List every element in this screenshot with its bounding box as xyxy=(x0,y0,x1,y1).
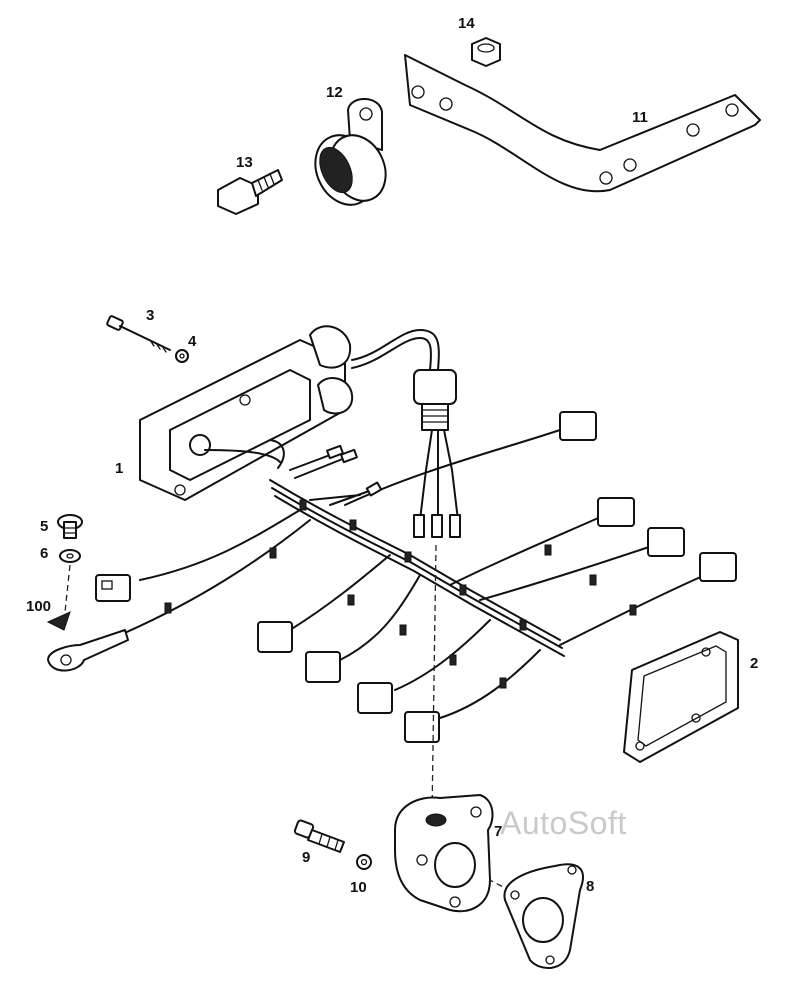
alignment-line-sensor xyxy=(431,544,437,816)
part-14-nut xyxy=(471,37,501,67)
callout-8: 8 xyxy=(586,878,594,895)
temperature-sensor xyxy=(351,329,461,538)
part-4-washer xyxy=(175,349,189,363)
part-10-washer xyxy=(356,854,372,870)
part-1-housing xyxy=(139,325,354,501)
callout-3: 3 xyxy=(146,307,154,324)
callout-11: 11 xyxy=(632,109,648,126)
part-12-grommet xyxy=(314,98,387,206)
part-6-washer xyxy=(59,549,81,563)
callout-12: 12 xyxy=(326,84,343,101)
part-5-screw xyxy=(57,514,83,539)
part-13-bolt xyxy=(217,169,283,215)
callout-1: 1 xyxy=(115,460,123,477)
callout-14: 14 xyxy=(458,15,475,32)
part-7-flange xyxy=(394,794,494,913)
callout-13: 13 xyxy=(236,154,253,171)
callout-2: 2 xyxy=(750,655,758,672)
callout-9: 9 xyxy=(302,849,310,866)
part-8-gasket xyxy=(503,863,584,969)
ring-terminal xyxy=(47,629,129,672)
harness-connectors xyxy=(47,411,737,743)
wiring-harness xyxy=(119,429,706,719)
callout-5: 5 xyxy=(40,518,48,535)
callout-6: 6 xyxy=(40,545,48,562)
callout-100: 100 xyxy=(26,598,51,615)
part-9-bolt xyxy=(293,819,345,853)
callout-4: 4 xyxy=(188,333,197,350)
callout-7: 7 xyxy=(494,823,502,840)
callout-10: 10 xyxy=(350,879,367,896)
part-11-bracket xyxy=(404,54,761,193)
part-3-bolt xyxy=(106,315,171,353)
reference-arrow-100 xyxy=(46,564,71,631)
part-2-gasket xyxy=(623,631,739,763)
watermark: AutoSoft xyxy=(500,805,627,841)
